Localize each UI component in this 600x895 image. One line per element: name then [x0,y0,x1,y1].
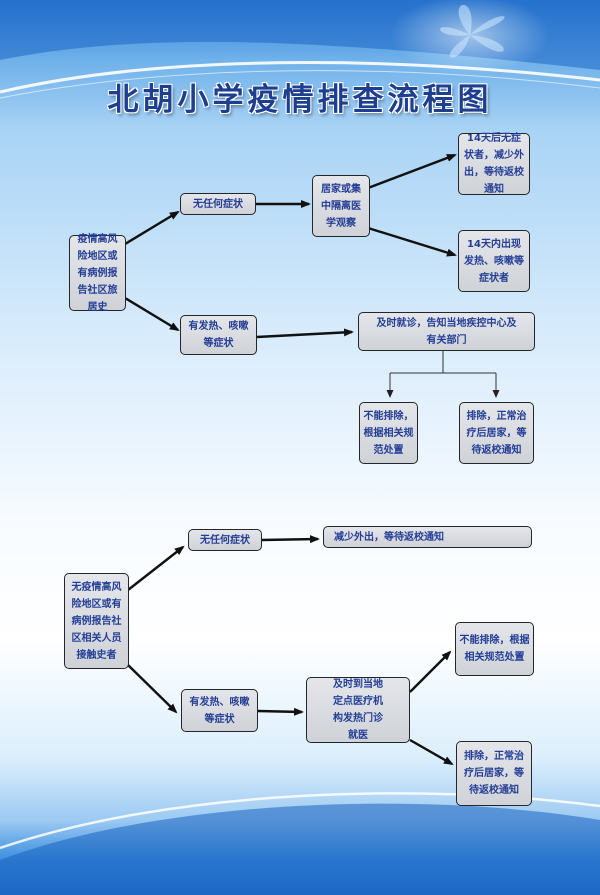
s2-cannot-exclude-node: 不能排除，根据相关规范处置 [455,622,534,676]
s1-within14-node: 14天内出现发热、咳嗽等症状者 [458,230,530,292]
s1-cannot-exclude-label: 不能排除，根据相关规范处置 [363,410,414,456]
s2-clinic-node: 及时到当地定点医疗机构发热门诊就医 [306,677,410,743]
s2-fever-node: 有发热、咳嗽等症状 [181,689,258,732]
s1-cannot-exclude-node: 不能排除，根据相关规范处置 [359,402,418,464]
s2-no-symptom-node: 无任何症状 [188,529,262,551]
s1-exclude-label: 排除，正常治疗后居家，等待返校通知 [466,410,527,456]
s1-report-node: 及时就诊，告知当地疾控中心及有关部门 [358,312,535,351]
s2-exclude-node: 排除，正常治疗后居家，等待返校通知 [456,741,532,806]
s2-reduce-node: 减少外出，等待返校通知 [323,526,532,548]
s2-fever-label: 有发热、咳嗽等症状 [189,696,250,725]
s2-start-node: 无疫情高风险地区或有病例报告社区相关人员接触史者 [64,573,129,669]
s2-clinic-label: 及时到当地定点医疗机构发热门诊就医 [333,679,383,741]
s1-exclude-node: 排除，正常治疗后居家，等待返校通知 [459,402,534,464]
s1-start-label: 疫情高风险地区或有病例报告社区旅居史 [77,233,118,313]
s1-after14-label: 14天后无症状者，减少外出，等待返校通知 [464,133,524,195]
s1-fever-label: 有发热、咳嗽等症状 [188,321,249,349]
s2-reduce-label: 减少外出，等待返校通知 [334,531,444,543]
page-title: 北胡小学疫情排查流程图 [107,82,493,118]
s1-after14-node: 14天后无症状者，减少外出，等待返校通知 [458,133,530,195]
s1-quarantine-label: 居家或集中隔离医学观察 [321,183,361,229]
s2-no-symptom-label: 无任何症状 [200,534,250,546]
s1-start-node: 疫情高风险地区或有病例报告社区旅居史 [69,234,126,313]
s1-within14-label: 14天内出现发热、咳嗽等症状者 [464,238,524,284]
s2-start-label: 无疫情高风险地区或有病例报告社区相关人员接触史者 [71,581,122,661]
s2-exclude-label: 排除，正常治疗后居家，等待返校通知 [464,751,524,796]
s2-cannot-exclude-label: 不能排除，根据相关规范处置 [459,635,530,663]
s1-report-label: 及时就诊，告知当地疾控中心及有关部门 [376,317,517,346]
s1-no-symptom-label: 无任何症状 [193,198,243,210]
s1-no-symptom-node: 无任何症状 [180,193,256,215]
s1-fever-node: 有发热、咳嗽等症状 [180,315,257,355]
s1-quarantine-node: 居家或集中隔离医学观察 [312,175,370,237]
